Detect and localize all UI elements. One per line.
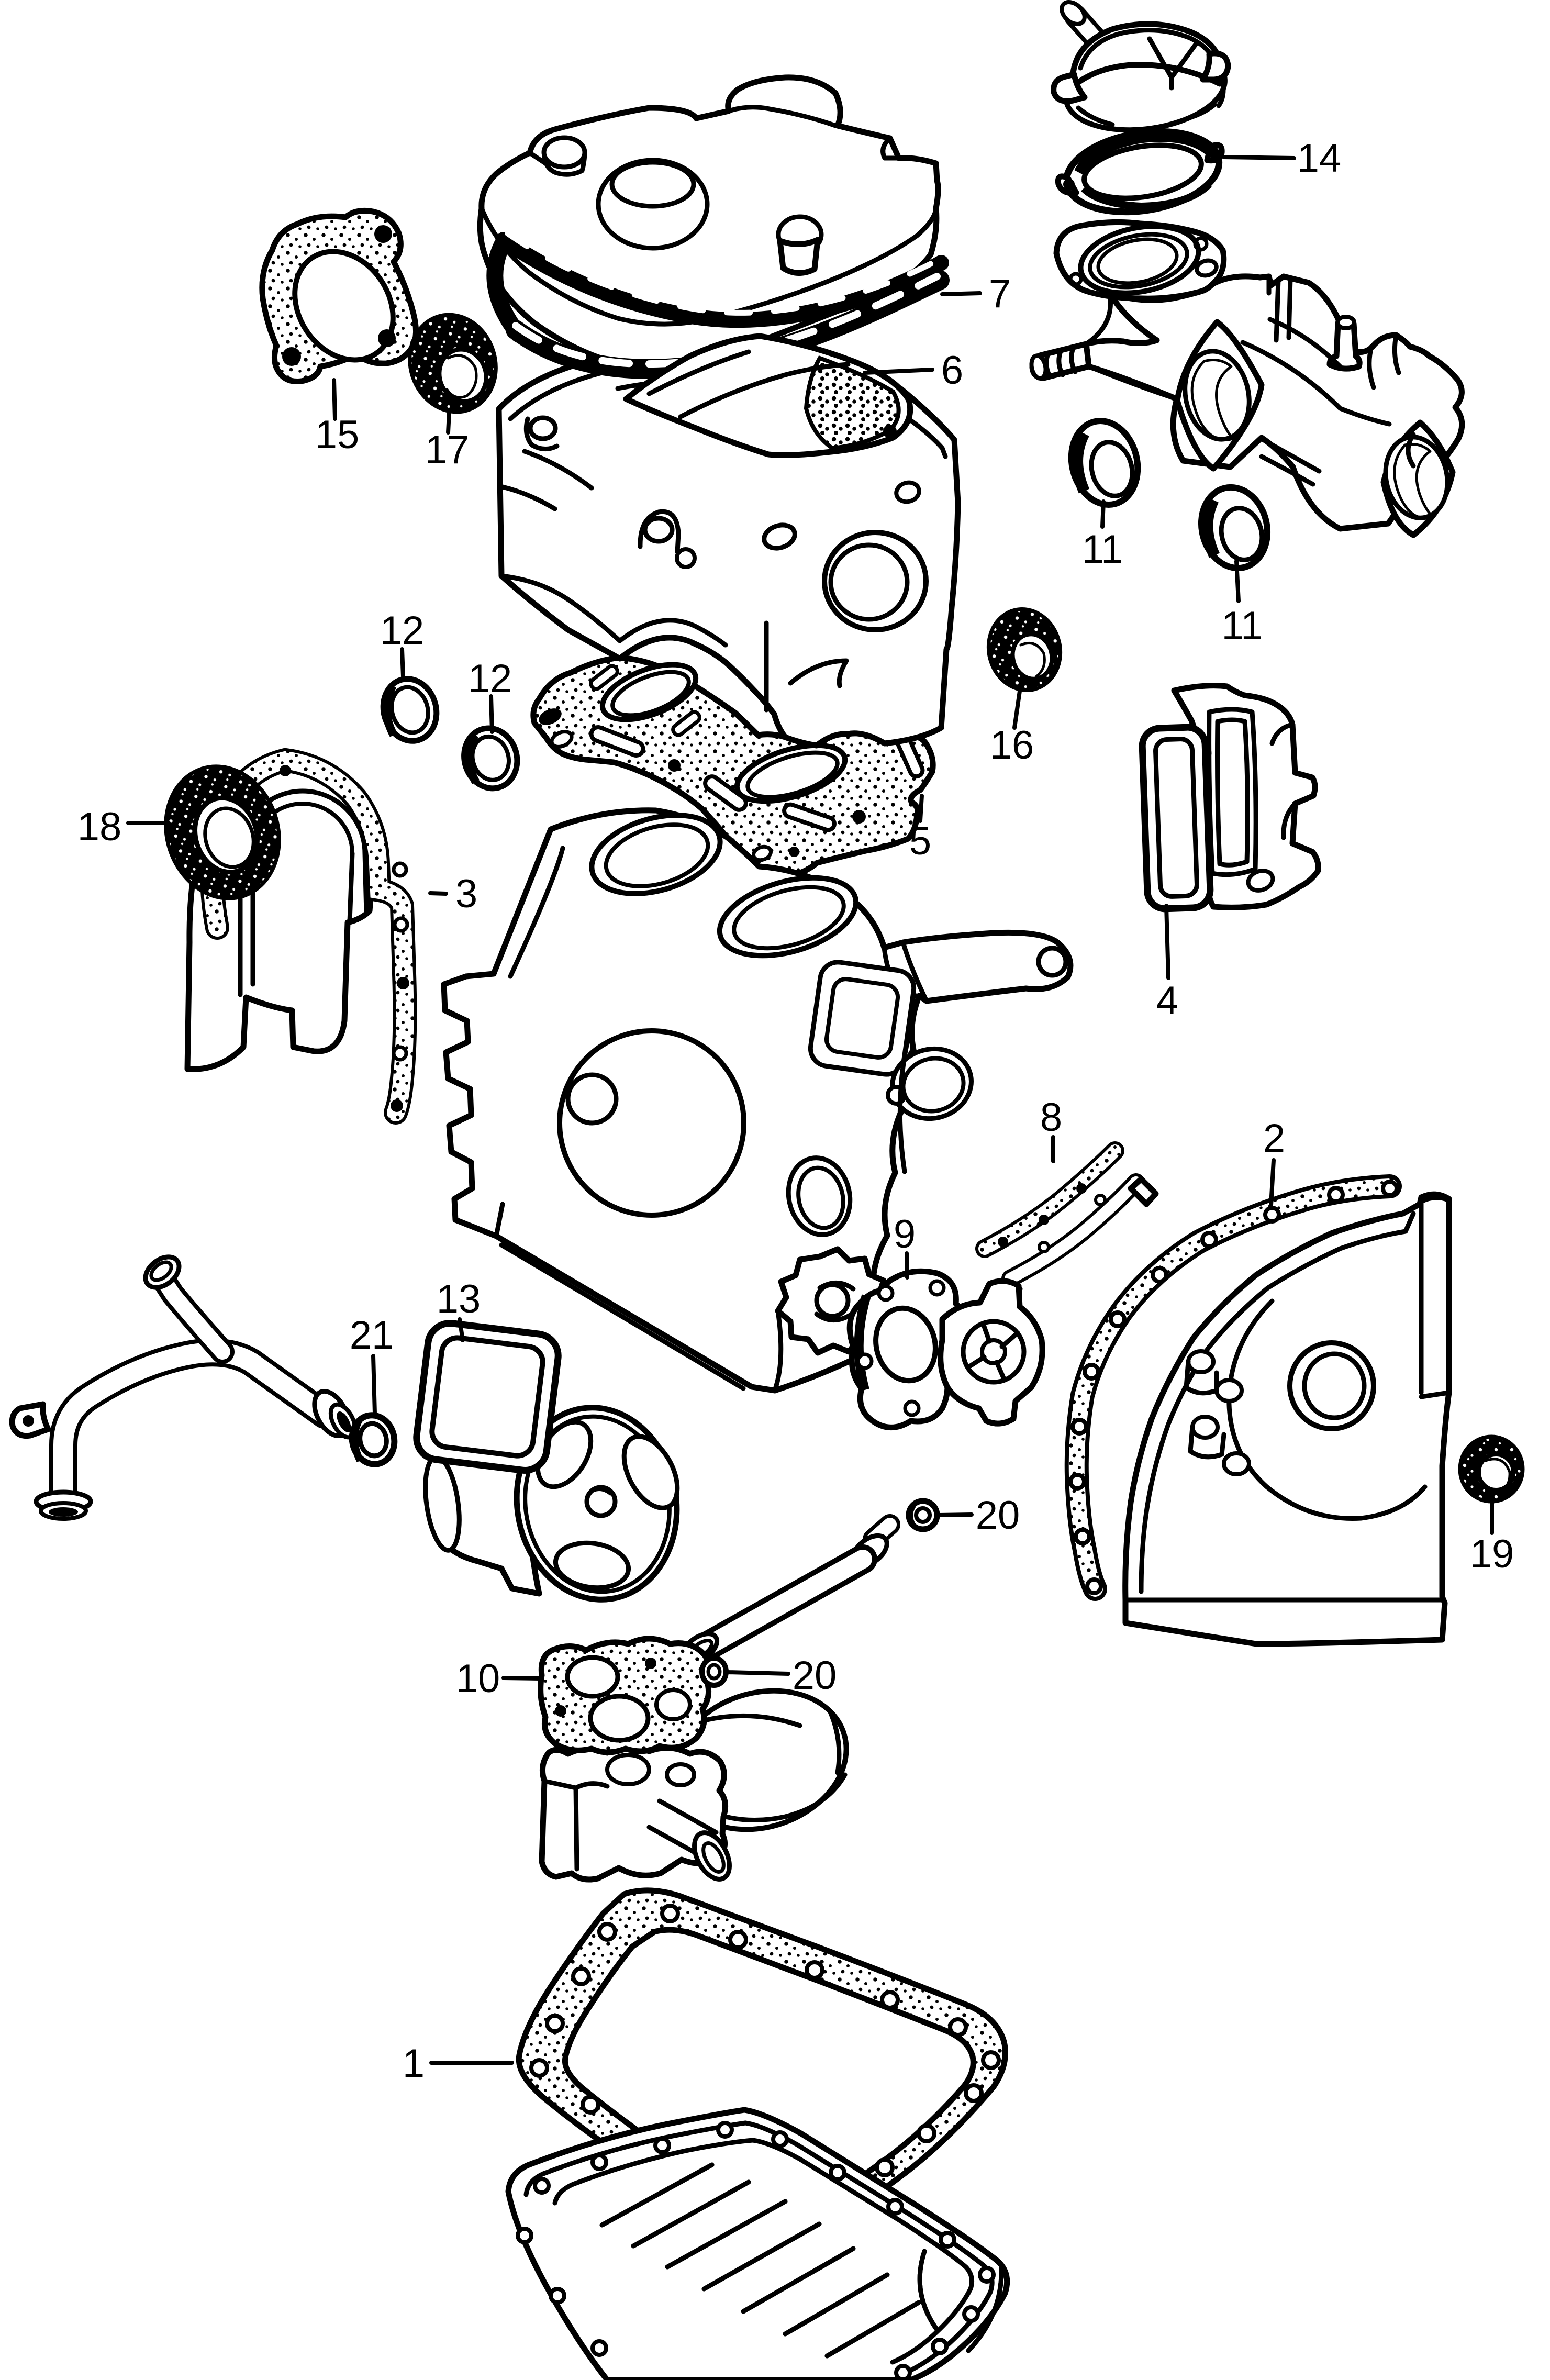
svg-text:16: 16: [990, 723, 1034, 768]
svg-text:12: 12: [380, 608, 425, 653]
svg-text:3: 3: [455, 872, 477, 916]
svg-text:4: 4: [1156, 978, 1178, 1023]
svg-text:19: 19: [1470, 1532, 1514, 1576]
svg-text:10: 10: [456, 1656, 500, 1701]
svg-text:14: 14: [1297, 136, 1342, 181]
svg-text:11: 11: [1222, 604, 1263, 648]
svg-text:1: 1: [403, 2041, 425, 2086]
svg-text:12: 12: [468, 657, 512, 701]
svg-text:5: 5: [909, 819, 931, 863]
svg-text:7: 7: [989, 272, 1011, 316]
svg-text:13: 13: [437, 1277, 481, 1321]
svg-text:21: 21: [350, 1313, 394, 1358]
svg-text:15: 15: [315, 413, 360, 457]
svg-text:20: 20: [793, 1653, 837, 1698]
svg-text:17: 17: [425, 428, 470, 472]
svg-text:18: 18: [77, 805, 122, 849]
svg-text:8: 8: [1040, 1095, 1062, 1140]
svg-text:6: 6: [941, 348, 963, 393]
svg-text:2: 2: [1263, 1116, 1285, 1161]
svg-text:11: 11: [1082, 527, 1123, 572]
svg-text:20: 20: [976, 1493, 1020, 1538]
svg-text:9: 9: [894, 1212, 916, 1256]
